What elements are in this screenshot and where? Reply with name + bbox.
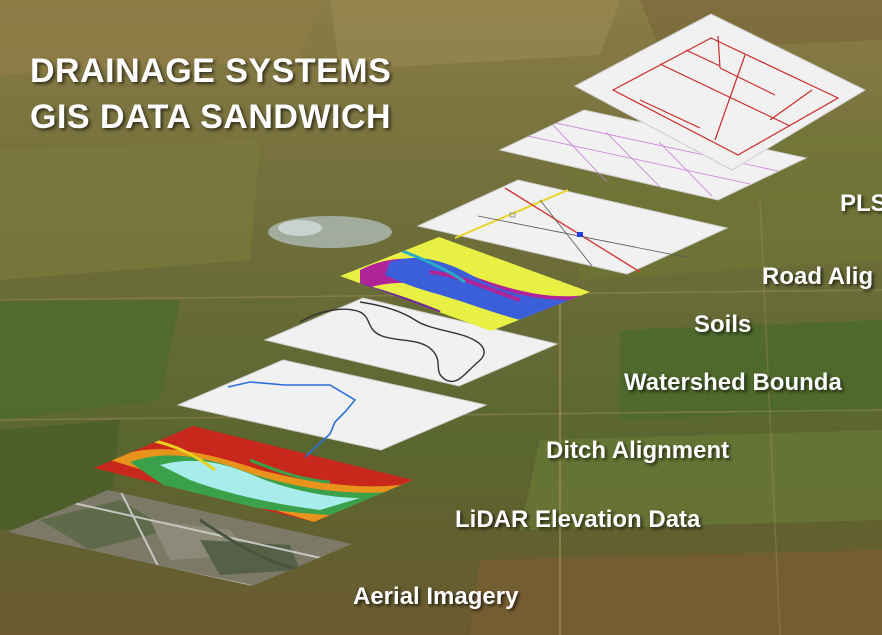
label-road-alignment: Road Alig — [762, 263, 874, 290]
soils-map — [349, 248, 585, 320]
layer-soils — [340, 237, 590, 331]
layer-ditch-alignment — [176, 359, 488, 458]
label-plss: PLS — [840, 190, 882, 217]
diagram-title-line-1: DRAINAGE SYSTEMS — [30, 52, 392, 90]
label-ditch-alignment: Ditch Alignment — [546, 437, 730, 464]
label-watershed-boundary: Watershed Bounda — [624, 369, 842, 396]
aerial-photo-map — [29, 490, 331, 586]
label-lidar-elevation: LiDAR Elevation Data — [455, 506, 701, 533]
layer-road-alignment — [416, 179, 729, 275]
layer-aerial-imagery — [8, 490, 352, 586]
label-aerial-imagery: Aerial Imagery — [353, 583, 519, 610]
layer-lidar-elevation — [94, 426, 413, 522]
layer-plss — [573, 13, 867, 171]
layer-watershed-boundary — [263, 297, 559, 387]
label-soils: Soils — [694, 311, 752, 338]
road-alignment-map — [454, 187, 691, 273]
diagram-title-line-2: GIS DATA SANDWICH — [30, 98, 392, 136]
ditch-line-map — [227, 381, 357, 458]
layer-sections — [498, 109, 808, 201]
plss-grid-map — [611, 35, 840, 156]
elevation-raster-map — [110, 438, 413, 522]
watershed-boundary-map — [299, 301, 485, 383]
